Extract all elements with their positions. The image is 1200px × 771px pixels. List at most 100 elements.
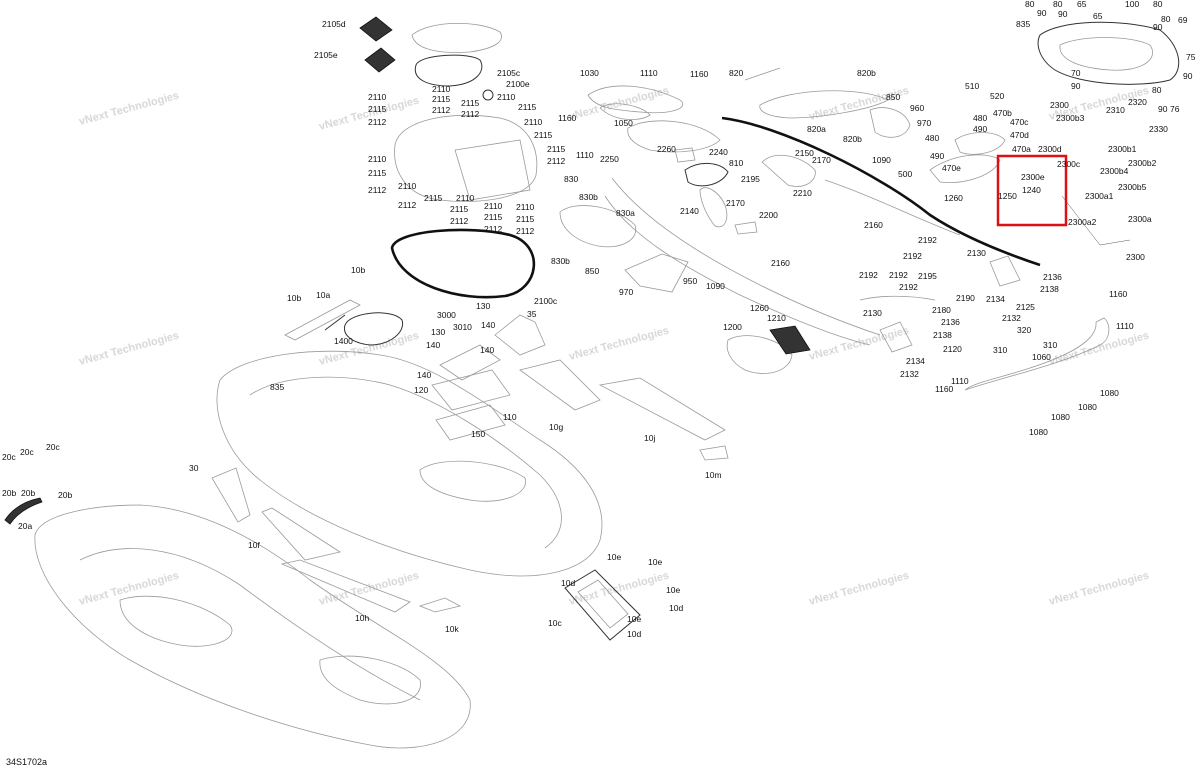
callout-label: 310	[993, 345, 1007, 355]
callout-label: 835	[270, 382, 284, 392]
callout-label: 1260	[750, 303, 769, 313]
top-deck-835	[216, 350, 603, 577]
bumper-1080	[964, 317, 1110, 391]
callout-label: 820b	[843, 134, 862, 144]
callout-label: 2115	[547, 144, 566, 154]
callout-label: 10e	[648, 557, 662, 567]
callout-label: 2300a2	[1068, 217, 1097, 227]
callout-label: 65	[1077, 0, 1087, 9]
callout-label: 850	[886, 92, 900, 102]
black-pad-2105d	[359, 16, 393, 42]
callout-label: 2192	[889, 270, 908, 280]
callout-label: 2195	[918, 271, 937, 281]
callout-label: 2138	[933, 330, 952, 340]
callout-label: 970	[619, 287, 633, 297]
watermark: vNext Technologies	[78, 90, 181, 128]
callout-label: 90	[1183, 71, 1193, 81]
callout-label: 75	[1186, 52, 1196, 62]
callout-label: 10e	[666, 585, 680, 595]
callout-label: 2192	[899, 282, 918, 292]
callout-label: 1210	[767, 313, 786, 323]
callout-label: 2120	[943, 344, 962, 354]
callout-label: 470c	[1010, 117, 1029, 127]
callout-label: 110	[503, 412, 517, 422]
callout-label: 520	[990, 91, 1004, 101]
hull-rear-well	[319, 655, 421, 705]
callout-label: 1050	[614, 118, 633, 128]
step-1200	[726, 335, 793, 374]
rail-820	[744, 67, 781, 81]
callout-label: 2330	[1149, 124, 1168, 134]
callout-label: 10e	[627, 614, 641, 624]
mat-10f	[261, 507, 342, 561]
callout-label: 3010	[453, 322, 472, 332]
step-frame-10c	[564, 569, 641, 641]
callout-label: 2110	[398, 181, 417, 191]
side-trim-470e	[929, 154, 1001, 183]
callout-label: 830b	[579, 192, 598, 202]
trim-20a	[4, 497, 43, 525]
seat-plate-3000	[439, 344, 501, 381]
callout-label: 35	[527, 309, 537, 319]
cowl-1050	[599, 103, 651, 120]
callout-label: 2105d	[322, 19, 346, 29]
callout-label: 2300e	[1021, 172, 1045, 182]
side-rail-1090	[824, 179, 961, 236]
rear-deck-inner	[1059, 37, 1153, 71]
callout-label: 2125	[1016, 302, 1035, 312]
callout-label: 2300b2	[1128, 158, 1157, 168]
callout-label: 30	[189, 463, 199, 473]
hull-footwell	[119, 595, 233, 647]
watermark: vNext Technologies	[78, 330, 181, 368]
callout-label: 90	[1153, 22, 1163, 32]
callout-label: 2300a1	[1085, 191, 1114, 201]
cowl-850	[869, 107, 911, 138]
trim-2140	[699, 187, 728, 228]
deck-hatch-opening	[419, 460, 526, 502]
callout-label: 2190	[956, 293, 975, 303]
callout-label: 2105c	[497, 68, 521, 78]
drain-cap-2100e	[482, 89, 494, 101]
insert-2200	[734, 221, 758, 235]
rear-deck-group	[726, 21, 1180, 391]
callout-label: 1200	[723, 322, 742, 332]
callout-label: 480	[925, 133, 939, 143]
callout-label: 1260	[944, 193, 963, 203]
callout-label: 2210	[793, 188, 812, 198]
callout-label: 2112	[432, 105, 451, 115]
callout-label: 2240	[709, 147, 728, 157]
bracket-120	[431, 369, 511, 411]
callout-label: 2320	[1128, 97, 1147, 107]
lower-hull-outline	[34, 504, 471, 749]
callout-label: 2192	[859, 270, 878, 280]
callout-label: 2110	[368, 92, 387, 102]
callout-label: 2250	[600, 154, 619, 164]
callout-label: 500	[898, 169, 912, 179]
callout-label: 2134	[906, 356, 925, 366]
side-rail-2160-lower	[604, 195, 871, 346]
watermark: vNext Technologies	[1048, 330, 1151, 368]
callout-label: 1090	[872, 155, 891, 165]
callout-label: 830	[564, 174, 578, 184]
callout-label: 10e	[607, 552, 621, 562]
callout-label: 1080	[1029, 427, 1048, 437]
callout-label: 2160	[864, 220, 883, 230]
callout-label: 2132	[900, 369, 919, 379]
callout-label: 2105e	[314, 50, 338, 60]
bracket-2130b	[989, 255, 1021, 287]
callout-label: 2112	[484, 224, 503, 234]
callout-label: 130	[476, 301, 490, 311]
callout-label: 80	[1152, 85, 1162, 95]
callout-label: 970	[917, 118, 931, 128]
side-rail-2160	[611, 177, 881, 336]
callout-label: 2300b3	[1056, 113, 1085, 123]
callout-label: 2115	[484, 212, 503, 222]
callout-label: 10d	[669, 603, 683, 613]
callout-label: 2110	[524, 117, 543, 127]
callout-label: 2195	[741, 174, 760, 184]
callout-label: 2112	[516, 226, 535, 236]
callout-label: 1400	[334, 336, 353, 346]
lid-mesh-grille	[454, 139, 531, 201]
callout-label: 2300b5	[1118, 182, 1147, 192]
callout-label: 69	[1178, 15, 1188, 25]
